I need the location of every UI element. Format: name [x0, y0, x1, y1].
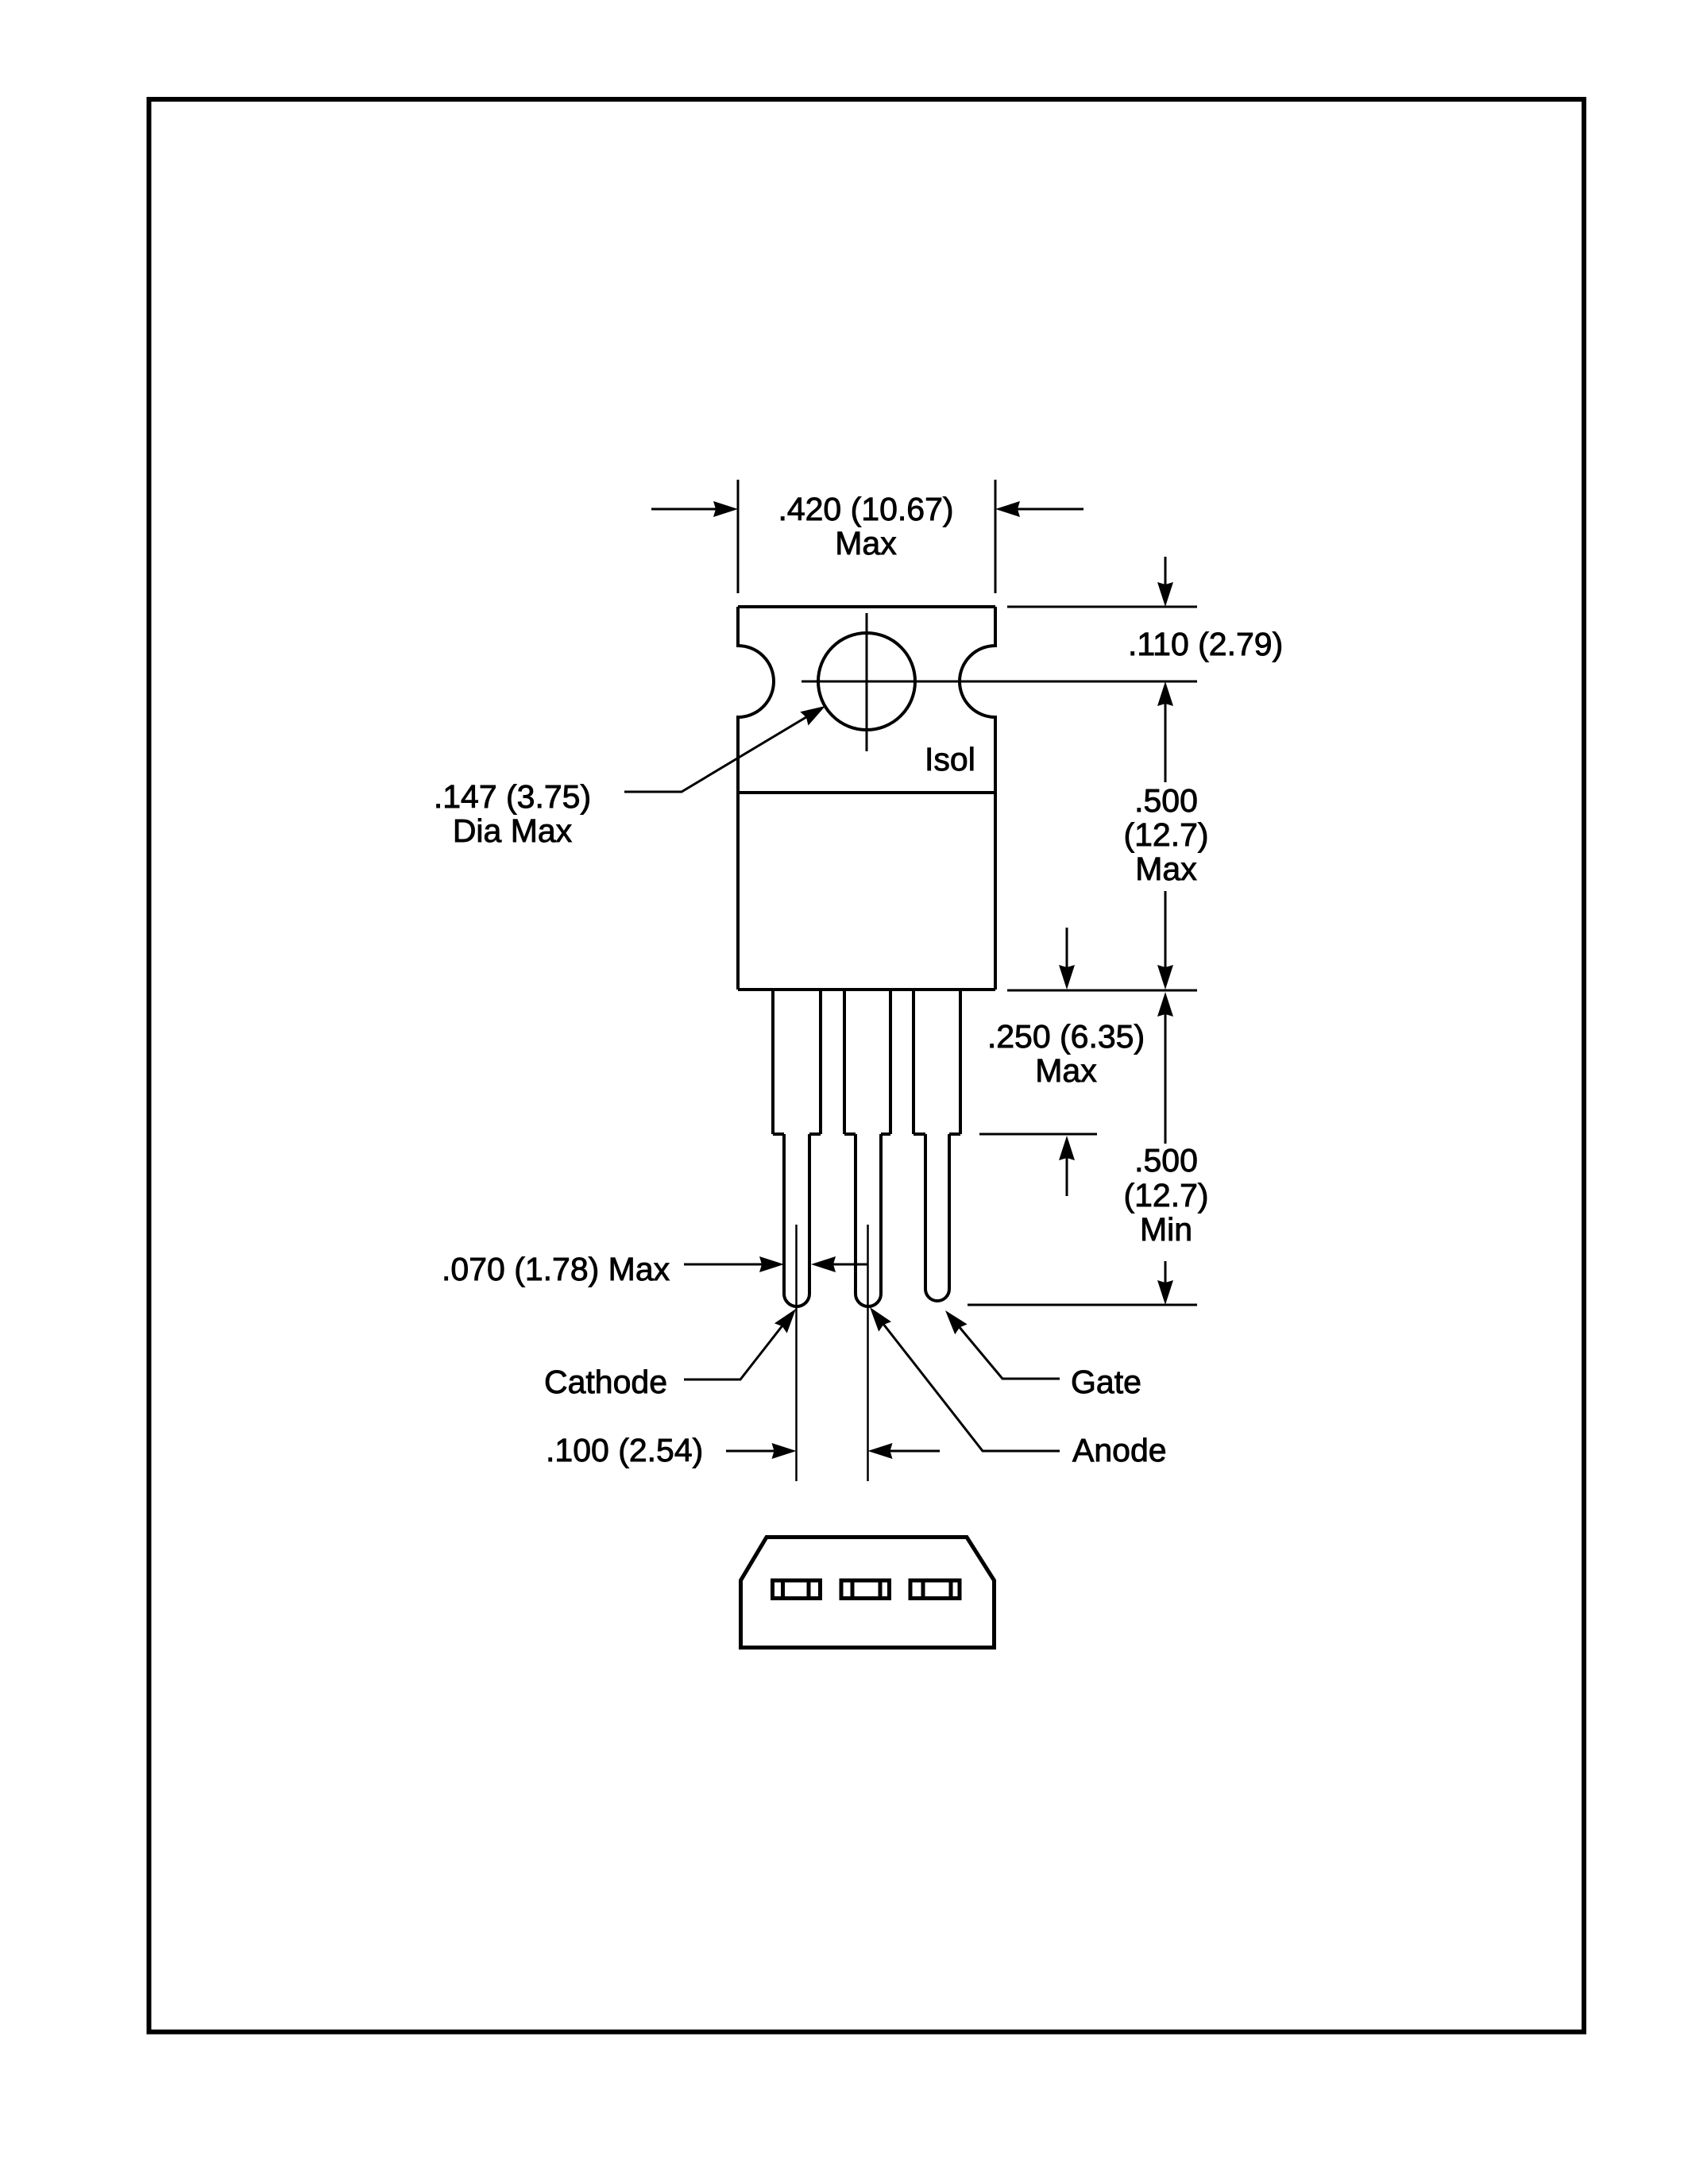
svg-text:Dia Max: Dia Max: [453, 812, 573, 849]
svg-text:Min: Min: [1140, 1211, 1192, 1248]
svg-text:Cathode: Cathode: [544, 1364, 667, 1400]
svg-text:Anode: Anode: [1072, 1432, 1167, 1468]
svg-text:.250 (6.35): .250 (6.35): [987, 1018, 1145, 1055]
svg-text:.100 (2.54): .100 (2.54): [546, 1432, 703, 1468]
svg-text:.500: .500: [1134, 1142, 1198, 1179]
svg-text:Max: Max: [1135, 851, 1197, 887]
svg-text:Max: Max: [1035, 1052, 1097, 1089]
svg-text:(12.7): (12.7): [1123, 816, 1208, 853]
svg-text:.070 (1.78) Max: .070 (1.78) Max: [442, 1251, 670, 1287]
svg-text:.500: .500: [1134, 782, 1198, 819]
svg-text:.420 (10.67): .420 (10.67): [778, 491, 953, 527]
svg-text:Isol: Isol: [925, 741, 975, 778]
svg-text:.110 (2.79): .110 (2.79): [1128, 626, 1283, 662]
svg-text:Gate: Gate: [1071, 1364, 1141, 1400]
svg-text:(12.7): (12.7): [1123, 1177, 1208, 1214]
svg-text:.147 (3.75): .147 (3.75): [434, 778, 591, 815]
svg-text:Max: Max: [835, 525, 897, 561]
